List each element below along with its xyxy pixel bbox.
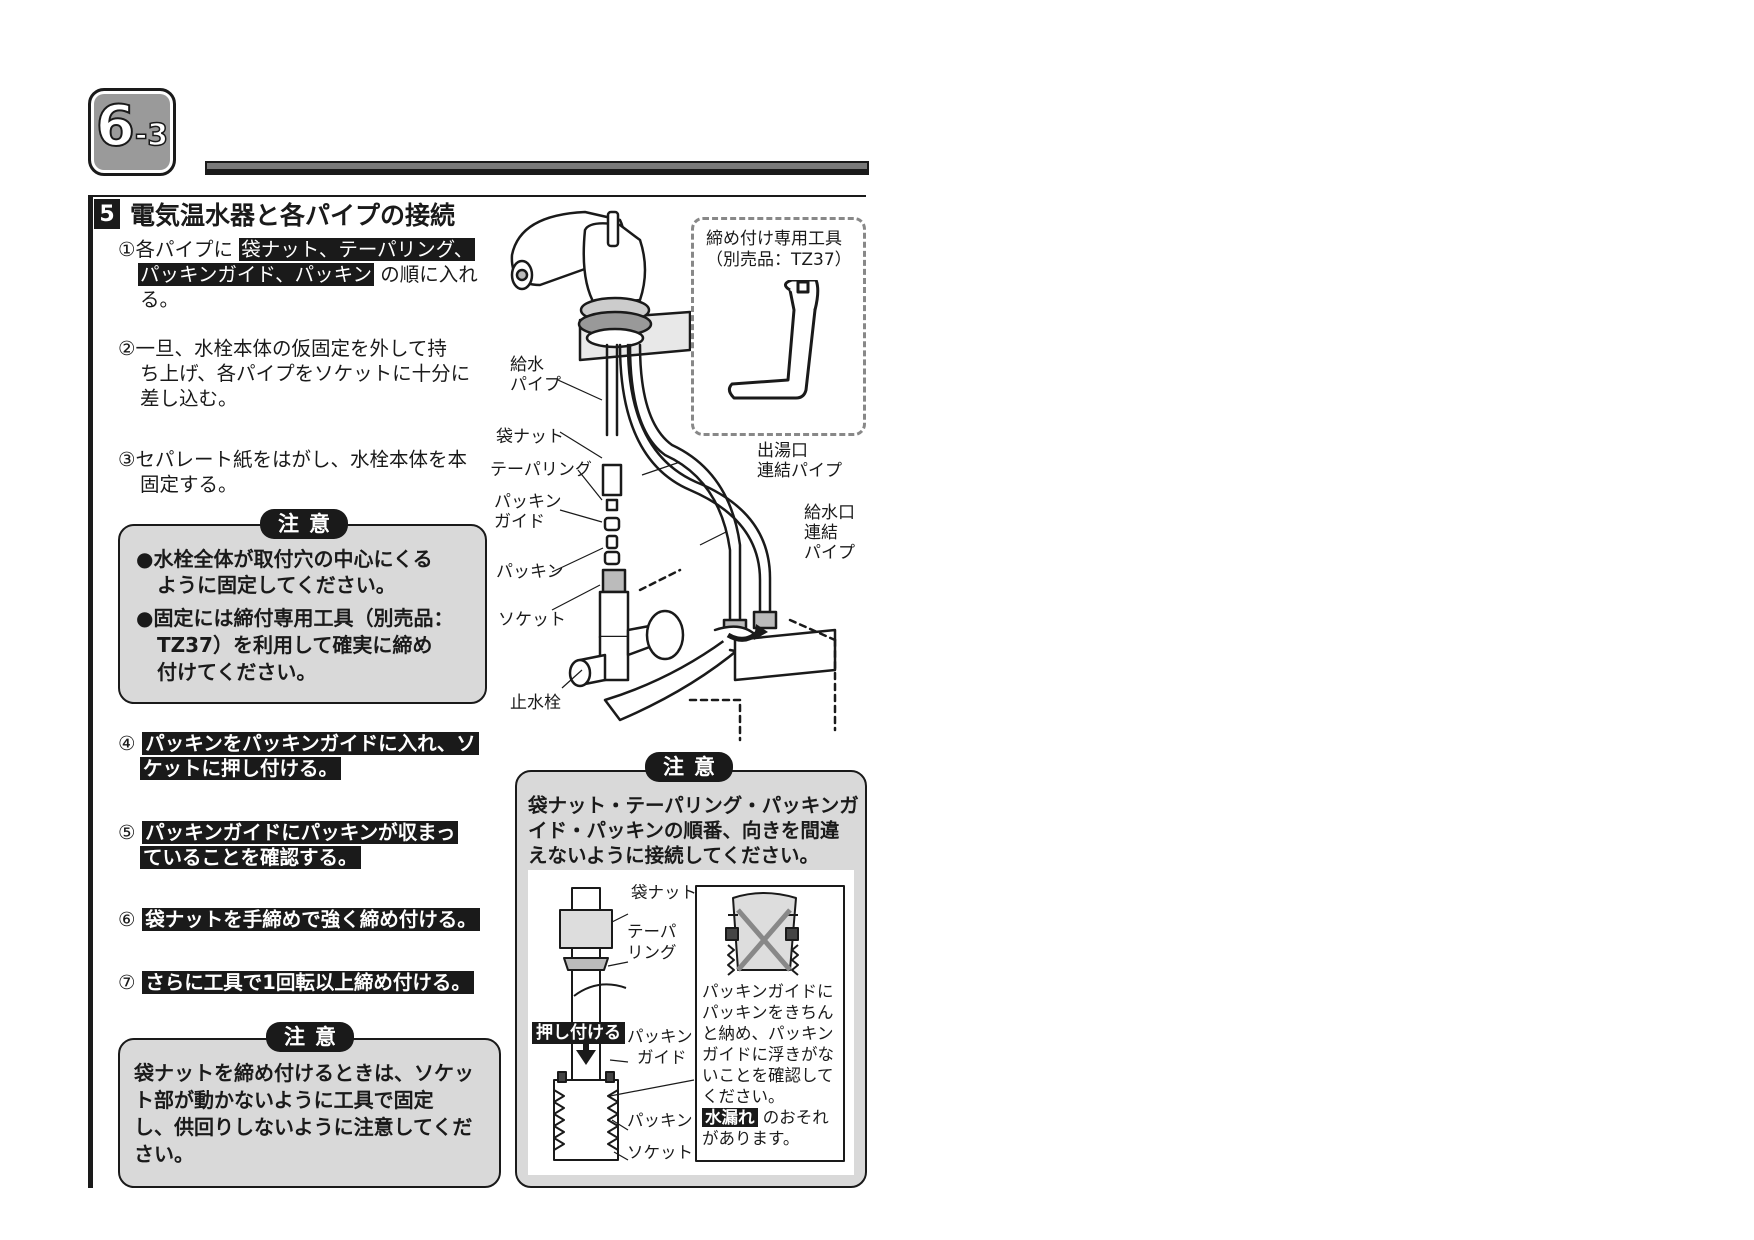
step-4: ④ パッキンをパッキンガイドに入れ、ソ ケットに押し付ける。: [118, 731, 479, 781]
detail-label-packing: パッキン: [627, 1111, 693, 1130]
label-supply-pipe: 給水 パイプ: [510, 355, 561, 395]
highlight-parts-1: 袋ナット、テーパリング、: [239, 238, 476, 261]
faucet-assembly-illustration: [510, 210, 837, 742]
label-stop-valve: 止水栓: [510, 693, 561, 713]
caution-tag-3: 注意: [266, 1022, 354, 1052]
step-6: ⑥ 袋ナットを手締めで強く締め付ける。: [118, 907, 480, 932]
chapter-sub-number: -3: [134, 117, 169, 154]
label-packing: パッキン: [496, 562, 564, 582]
step-1: ①各パイプに 袋ナット、テーパリング、 パッキンガイド、パッキン の順に入れ る…: [118, 238, 478, 311]
section-number: 5: [94, 199, 120, 229]
caution-tag-1: 注意: [260, 509, 348, 539]
label-taper-ring: テーパリング: [490, 460, 592, 480]
special-tool-caption: 締め付け専用工具 （別売品：TZ37）: [706, 229, 852, 270]
caution-text-1: ●水栓全体が取付穴の中心にくる ように固定してください。 ●固定には締付専用工具…: [136, 547, 454, 684]
caution-text-3: 袋ナットを締め付けるときは、ソケッ ト部が動かないように工具で固定 し、供回りし…: [134, 1061, 474, 1166]
label-socket: ソケット: [498, 610, 566, 630]
wrench-tool-icon: [727, 280, 820, 400]
caution-box-1: [118, 524, 487, 704]
section-title: 電気温水器と各パイプの接続: [130, 201, 456, 230]
detail-label-cap-nut: 袋ナット: [631, 883, 697, 902]
detail-label-packing-guide: パッキン ガイド: [627, 1027, 693, 1067]
header-bar: [205, 161, 869, 171]
label-cap-nut: 袋ナット: [496, 427, 564, 447]
label-packing-guide: パッキン ガイド: [494, 492, 562, 532]
caution-tag-2: 注意: [645, 752, 733, 782]
section-top-rule: [88, 195, 866, 197]
detail-caution-text: パッキンガイドに パッキンをきちん と納め、パッキン ガイドに浮きがな いことを…: [702, 982, 834, 1148]
label-water-inlet-pipe: 給水口 連結 パイプ: [804, 503, 855, 563]
chapter-badge: 6-3: [88, 88, 176, 176]
detail-push-badge: 押し付ける: [532, 1018, 625, 1044]
caution-text-2: 袋ナット・テーパリング・パッキンガ イド・パッキンの順番、向きを間違 えないよう…: [528, 794, 859, 867]
step-7: ⑦ さらに工具で1回転以上締め付ける。: [118, 970, 474, 995]
section-heading: 5 電気温水器と各パイプの接続: [94, 198, 455, 230]
step-5: ⑤ パッキンガイドにパッキンが収まっ ていることを確認する。: [118, 820, 459, 870]
section-left-rule: [88, 196, 93, 1188]
detail-label-socket: ソケット: [627, 1143, 693, 1162]
step-2: ②一旦、水栓本体の仮固定を外して持 ち上げ、各パイプをソケットに十分に 差し込む…: [118, 337, 471, 410]
chapter-number: 6: [95, 94, 136, 159]
caution-box-3: [118, 1038, 501, 1188]
water-leak-highlight: 水漏れ: [702, 1108, 758, 1127]
highlight-parts-2: パッキンガイド、パッキン: [138, 263, 375, 286]
label-hot-outlet-pipe: 出湯口 連結パイプ: [757, 441, 842, 481]
detail-label-taper-ring: テーパ リング: [627, 922, 677, 962]
step-3: ③セパレート紙をはがし、水栓本体を本 固定する。: [118, 448, 467, 496]
